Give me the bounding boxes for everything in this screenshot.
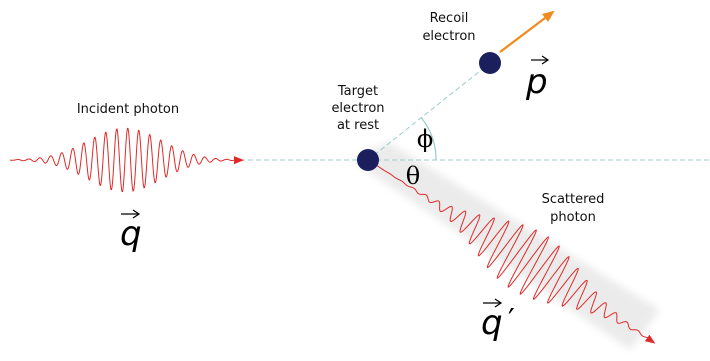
target-electron-label-line3: at rest <box>337 118 379 133</box>
incident-momentum-vector: q <box>120 209 142 254</box>
target-electron <box>357 149 379 171</box>
recoil-electron <box>479 52 501 74</box>
target-electron-label-line2: electron <box>331 101 384 116</box>
recoil-electron-arrow <box>499 10 555 53</box>
phi-angle-arc <box>420 117 437 161</box>
scattered-photon-label-line1: Scattered <box>542 192 605 207</box>
recoil-direction-line <box>367 62 491 161</box>
theta-symbol: θ <box>406 162 420 190</box>
phi-symbol: ϕ <box>417 125 433 153</box>
recoil-electron-label-line1: Recoil <box>430 11 469 26</box>
q-symbol: q <box>120 214 142 254</box>
p-symbol: p <box>525 62 548 102</box>
scattered-photon-wave <box>367 159 656 344</box>
scattered-photon-label-line2: photon <box>550 210 596 225</box>
scattered-momentum-vector: q ′ <box>481 298 515 343</box>
recoil-electron-label-line2: electron <box>422 29 475 44</box>
incident-photon-wave <box>9 127 244 193</box>
prime-mark: ′ <box>508 303 515 338</box>
recoil-momentum-vector: p <box>525 55 550 102</box>
incident-photon-label: Incident photon <box>77 102 179 117</box>
q-prime-symbol: q <box>481 303 503 343</box>
target-electron-label-line1: Target <box>337 84 378 99</box>
